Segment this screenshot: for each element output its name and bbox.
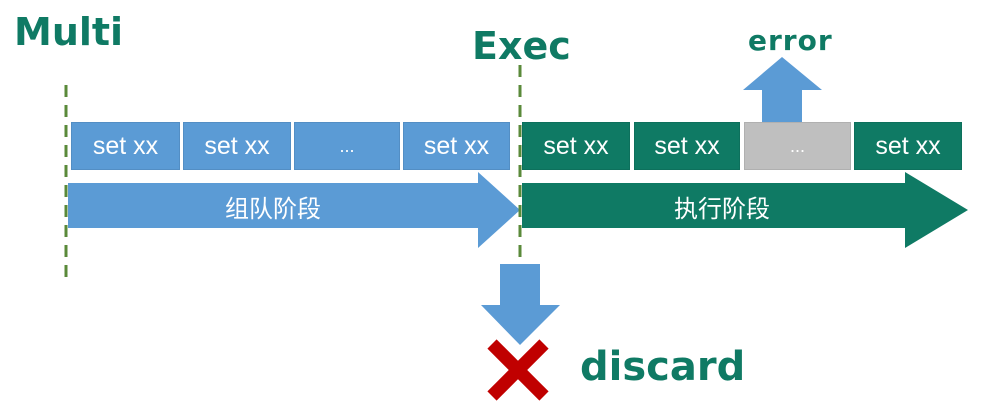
exec-phase-label: 执行阶段 <box>674 194 770 223</box>
queued-command-ellipsis: ... <box>294 122 400 170</box>
exec-phase-arrow <box>522 172 968 248</box>
executed-command: set xx <box>634 122 740 170</box>
error-up-arrow-icon <box>743 57 822 122</box>
queued-command: set xx <box>183 122 291 170</box>
queue-phase-label: 组队阶段 <box>225 194 321 223</box>
red-x-icon <box>487 339 549 401</box>
failed-command-ellipsis: ... <box>744 122 851 170</box>
executed-command: set xx <box>522 122 630 170</box>
queued-command: set xx <box>71 122 180 170</box>
multi-label: Multi <box>14 10 124 54</box>
executed-command: set xx <box>854 122 962 170</box>
error-label: error <box>748 24 833 57</box>
queued-command: set xx <box>403 122 510 170</box>
discard-down-arrow-icon <box>481 264 560 345</box>
exec-label: Exec <box>472 24 571 68</box>
queue-phase-arrow <box>68 172 520 248</box>
discard-label: discard <box>580 344 746 390</box>
